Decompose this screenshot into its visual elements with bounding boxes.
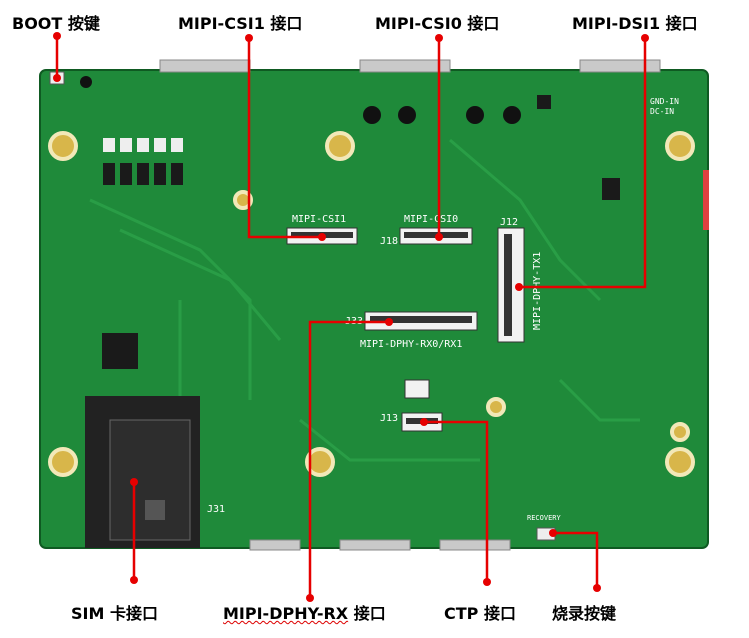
silk-csi1: MIPI-CSI1 [292, 214, 346, 225]
silk-j31: J31 [207, 504, 225, 515]
callout-mipi-dphy-rx: MIPI-DPHY-RX 接口 [223, 600, 386, 624]
silk-tx1: MIPI-DPHY-TX1 [532, 252, 543, 330]
callout-sim-card: SIM 卡接口 [71, 604, 158, 623]
callout-dots [53, 32, 649, 602]
silk-rx: MIPI-DPHY-RX0/RX1 [360, 339, 462, 350]
silk-gnd-in: GND-IN [650, 97, 679, 106]
mounting-holes [48, 131, 695, 477]
callout-mipi-dsi1: MIPI-DSI1 接口 [572, 14, 698, 33]
sim-card-holder [85, 396, 200, 548]
callout-mipi-dphy-rx-suffix: 接口 [348, 604, 386, 623]
silk-j12: J12 [500, 217, 518, 228]
callout-ctp: CTP 接口 [444, 604, 516, 623]
callout-lines [55, 36, 647, 598]
silk-j13: J13 [380, 413, 398, 424]
callout-boot-button: BOOT 按键 [12, 14, 100, 33]
silk-j18: J18 [380, 236, 398, 247]
callout-mipi-dphy-rx-name: MIPI-DPHY-RX [223, 604, 349, 623]
silk-recovery: RECOVERY [527, 514, 562, 522]
silk-csi0: MIPI-CSI0 [404, 214, 458, 225]
callout-recovery-button: 烧录按键 [552, 604, 617, 623]
callout-mipi-csi1: MIPI-CSI1 接口 [178, 14, 303, 33]
callout-mipi-csi0: MIPI-CSI0 接口 [375, 14, 500, 33]
silk-dc-in: DC-IN [650, 107, 674, 116]
pcb-board [40, 70, 708, 548]
